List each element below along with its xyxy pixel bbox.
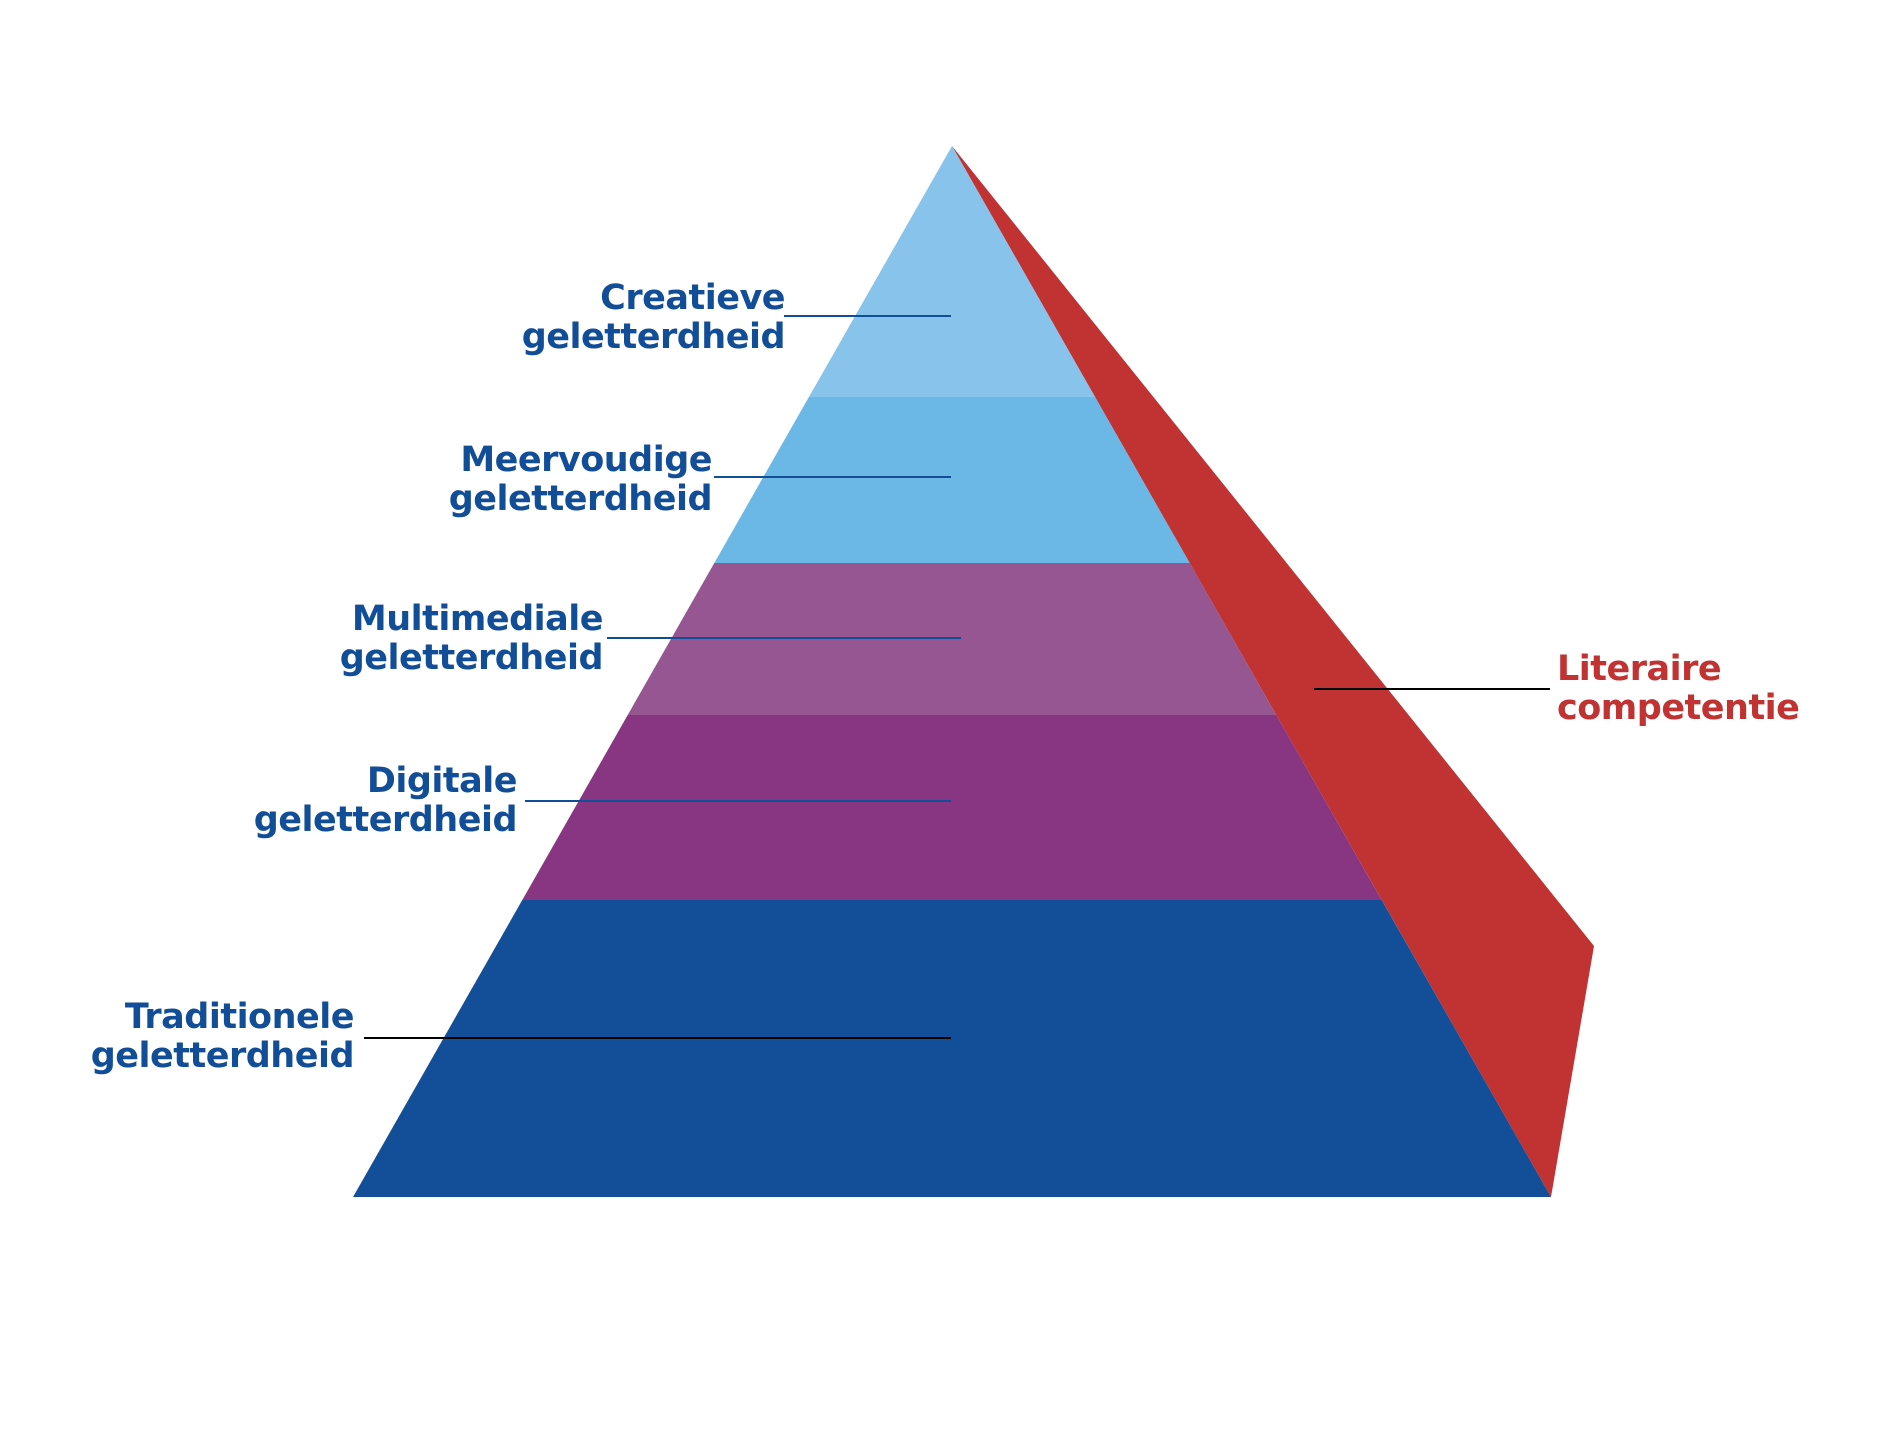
label-literaire-line1: Literaire xyxy=(1557,649,1722,689)
pyramid-layers xyxy=(353,146,1551,1197)
label-literaire-line2: competentie xyxy=(1557,688,1800,728)
leader-lines xyxy=(364,315,1550,1039)
label-digitale-line1: Digitale xyxy=(366,761,518,801)
label-creatieve-line2: geletterdheid xyxy=(521,317,786,357)
label-digitale: Digitale geletterdheid xyxy=(253,761,518,840)
label-multimediale: Multimediale geletterdheid xyxy=(339,599,604,678)
label-traditionele-line2: geletterdheid xyxy=(90,1036,355,1076)
label-traditionele-line1: Traditionele xyxy=(124,997,355,1037)
label-literaire-competentie: Literaire competentie xyxy=(1557,649,1800,728)
pyramid-layer-meervoudige xyxy=(714,397,1190,563)
label-multimediale-line2: geletterdheid xyxy=(339,638,604,678)
pyramid-layer-creatieve xyxy=(808,146,1096,397)
label-meervoudige-line1: Meervoudige xyxy=(460,440,712,480)
label-traditionele: Traditionele geletterdheid xyxy=(90,997,355,1076)
pyramid-layer-digitale xyxy=(522,715,1382,900)
pyramid-layer-traditionele xyxy=(353,900,1551,1197)
label-digitale-line2: geletterdheid xyxy=(253,800,518,840)
label-creatieve: Creatieve geletterdheid xyxy=(521,278,786,357)
label-meervoudige: Meervoudige geletterdheid xyxy=(448,440,713,519)
label-meervoudige-line2: geletterdheid xyxy=(448,479,713,519)
pyramid-side-face xyxy=(952,146,1594,1197)
label-multimediale-line1: Multimediale xyxy=(351,599,604,639)
label-creatieve-line1: Creatieve xyxy=(600,278,785,318)
